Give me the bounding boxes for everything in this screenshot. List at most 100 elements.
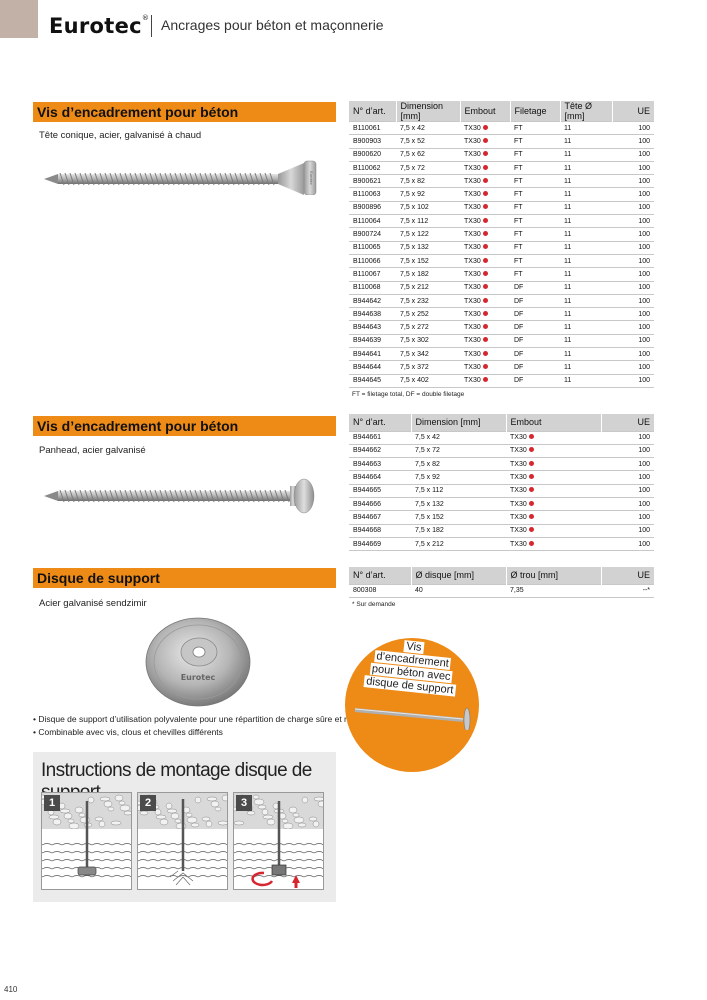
section1-title: Vis d’encadrement pour béton (33, 102, 336, 122)
drive-dot-icon (528, 434, 534, 440)
table-cell: FT (510, 187, 560, 202)
brand-logo: Eurotec® (49, 14, 150, 38)
table-cell: 7,5 x 92 (411, 470, 506, 485)
table-cell: DF (510, 280, 560, 295)
table-cell: B900903 (349, 134, 396, 149)
table-cell: 7,5 x 402 (396, 373, 460, 388)
table-cell: 11 (560, 120, 612, 135)
table-cell: TX30 (460, 373, 510, 388)
table-cell: 7,5 x 42 (396, 120, 460, 135)
table-cell: B944644 (349, 360, 396, 375)
table-cell: 100 (612, 253, 654, 268)
table-cell: TX30 (506, 510, 601, 525)
table-cell: TX30 (506, 536, 601, 552)
table-cell: TX30 (460, 320, 510, 335)
table-cell: 100 (601, 510, 654, 525)
drive-dot-icon (482, 204, 488, 210)
table-cell: 11 (560, 320, 612, 335)
page-number: 410 (4, 985, 18, 994)
table-cell: 11 (560, 200, 612, 215)
table-cell: TX30 (460, 200, 510, 215)
table-cell: B110064 (349, 214, 396, 228)
table-cell: 100 (612, 214, 654, 228)
table-cell: 100 (601, 457, 654, 471)
page-title: Ancrages pour béton et maçonnerie (161, 17, 384, 33)
frame-screw-panhead-image (44, 478, 315, 514)
table-cell: 800308 (349, 583, 411, 598)
col-drive: Embout (459, 101, 510, 122)
table-cell: TX30 (460, 214, 510, 228)
drive-dot-icon (528, 460, 534, 466)
table-cell: TX30 (506, 483, 601, 498)
table-cell: TX30 (460, 307, 510, 321)
table-cell: 7,5 x 182 (396, 267, 460, 282)
table-cell: FT (510, 227, 560, 242)
table-cell: 100 (612, 120, 654, 135)
table-cell: TX30 (506, 496, 601, 511)
table-cell: B900896 (349, 200, 396, 215)
table-cell: 100 (612, 200, 654, 215)
drive-dot-icon (482, 377, 488, 383)
drive-dot-icon (528, 513, 534, 519)
table-cell: 7,5 x 42 (411, 430, 506, 445)
product-table-1: N° d’art. Dimension [mm] Embout Filetage… (349, 101, 654, 388)
table-cell: 7,5 x 112 (396, 214, 460, 228)
drive-dot-icon (482, 151, 488, 157)
product-table-3: N° d’art. Ø disque [mm] Ø trou [mm] UE 8… (349, 567, 654, 598)
col-art-no: N° d’art. (349, 414, 411, 431)
table-cell: 11 (560, 134, 612, 149)
table-cell: B944664 (349, 470, 411, 485)
table-cell: B944666 (349, 496, 411, 511)
table-cell: TX30 (460, 120, 510, 135)
table-cell: FT (510, 253, 560, 268)
feature-list: • Disque de support d’utilisation polyva… (33, 713, 377, 739)
table-cell: TX30 (460, 347, 510, 361)
callout-text: Vis d’encadrement pour béton avec disque… (363, 640, 456, 697)
table-cell: 100 (612, 267, 654, 282)
section2-title: Vis d’encadrement pour béton (33, 416, 336, 436)
table-cell: 7,5 x 102 (396, 200, 460, 215)
table-cell: TX30 (506, 457, 601, 471)
drive-dot-icon (528, 500, 534, 506)
table-cell: 7,5 x 272 (396, 320, 460, 335)
drive-dot-icon (482, 177, 488, 183)
table-cell: 11 (560, 227, 612, 242)
table-cell: 7,5 x 342 (396, 347, 460, 361)
table-cell: 11 (560, 280, 612, 295)
table-cell: B944642 (349, 293, 396, 308)
table-cell: FT (510, 240, 560, 255)
table-cell: 40 (411, 583, 506, 598)
drive-dot-icon (482, 164, 488, 170)
table-cell: 100 (612, 160, 654, 175)
drive-dot-icon (482, 350, 488, 356)
header-divider (151, 15, 152, 37)
support-disc-image: Eurotec (145, 617, 251, 707)
table-cell: 100 (601, 430, 654, 445)
table-cell: B944643 (349, 320, 396, 335)
table-cell: 100 (612, 360, 654, 375)
col-pack-unit: UE (600, 567, 654, 584)
table-cell: B944668 (349, 523, 411, 538)
table-cell: 100 (612, 307, 654, 321)
table-cell: 11 (560, 307, 612, 321)
drive-dot-icon (482, 217, 488, 223)
col-dimension: Dimension [mm] (395, 101, 460, 122)
drive-dot-icon (482, 191, 488, 197)
table-cell: 11 (560, 147, 612, 162)
table-cell: B944638 (349, 307, 396, 321)
table-cell: 11 (560, 174, 612, 188)
table-cell: 11 (560, 214, 612, 228)
step-3: 3 (233, 792, 324, 890)
table-cell: 7,5 x 132 (411, 496, 506, 511)
corner-tab (0, 0, 38, 38)
col-head-diameter: Tête Ø [mm] (559, 101, 612, 122)
